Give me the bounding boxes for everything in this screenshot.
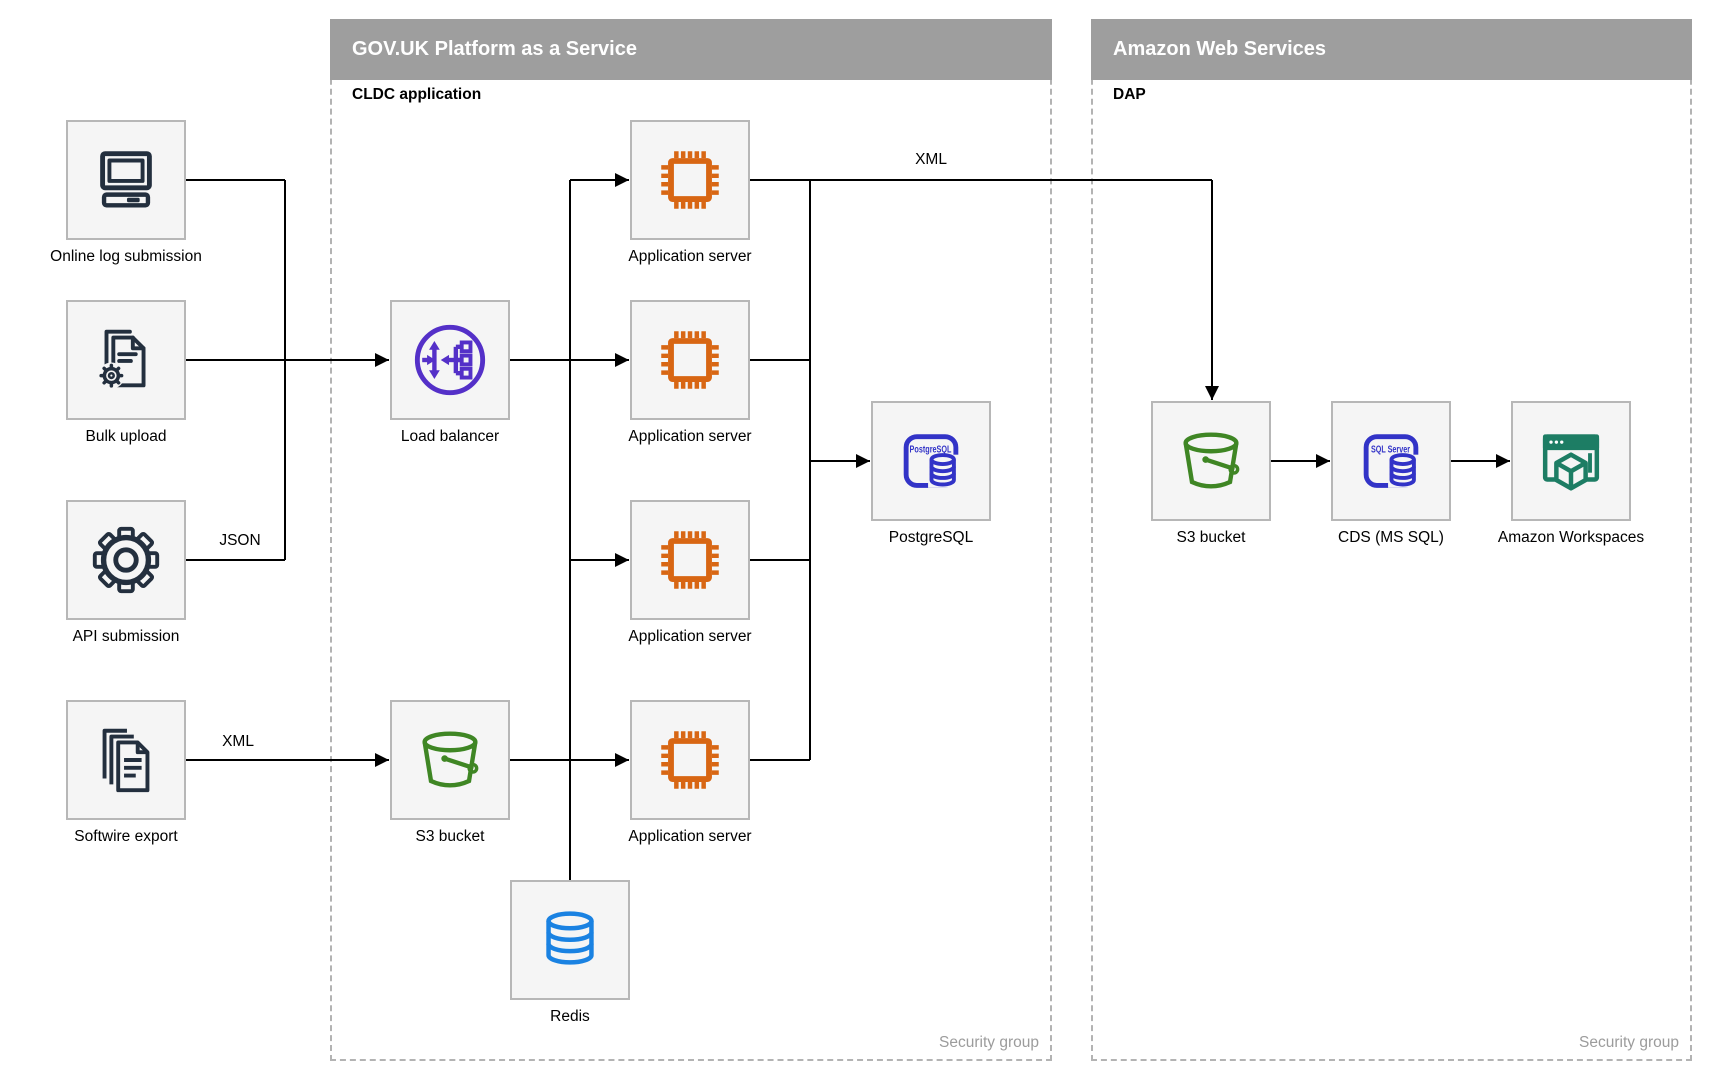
xml-aws-edge-label: XML: [912, 151, 950, 169]
cldc-application-label: CLDC application: [352, 86, 482, 103]
api-submission-box: [66, 500, 186, 620]
govuk-paas-header: GOV.UK Platform as a Service: [330, 19, 1052, 80]
aws-security-group-label: Security group: [1579, 1034, 1679, 1051]
amazon-workspaces-label: Amazon Workspaces: [1497, 529, 1645, 546]
online-log-submission-label: Online log submission: [50, 248, 202, 265]
desktop-computer-icon: [100, 151, 152, 208]
cpu-chip-icon: [661, 731, 719, 789]
postgresql-label: PostgreSQL: [888, 529, 974, 546]
s3-bucket-govuk-box: [390, 700, 510, 820]
gear-icon: [92, 526, 160, 594]
json-edge-label: JSON: [216, 532, 264, 550]
load-balancer-box: [390, 300, 510, 420]
node-postgresql: PostgreSQL PostgreSQL: [871, 401, 991, 546]
s3-bucket-icon: [1183, 432, 1240, 489]
aws-region: Amazon Web Services DAP Security group: [1091, 19, 1692, 1061]
node-redis: Redis: [510, 880, 630, 1025]
cds-ms-sql-box: SQL Server: [1331, 401, 1451, 521]
sql-server-database-icon: SQL Server: [1363, 434, 1420, 488]
app-server-2-label: Application server: [628, 428, 752, 445]
xml-softwire-edge-label: XML: [219, 733, 257, 751]
softwire-export-label: Softwire export: [74, 828, 178, 845]
cds-ms-sql-label: CDS (MS SQL): [1338, 529, 1444, 546]
postgresql-box: PostgreSQL: [871, 401, 991, 521]
api-submission-label: API submission: [72, 628, 180, 645]
node-load-balancer: Load balancer: [390, 300, 510, 445]
softwire-export-box: [66, 700, 186, 820]
node-app-server-1: Application server: [628, 120, 752, 265]
redis-box: [510, 880, 630, 1000]
document-gear-icon: [98, 329, 146, 389]
app-server-4-label: Application server: [628, 828, 752, 845]
node-s3-bucket-aws: S3 bucket: [1151, 401, 1271, 546]
cpu-chip-icon: [661, 151, 719, 209]
redis-label: Redis: [550, 1008, 590, 1025]
amazon-workspaces-icon: [1542, 434, 1600, 491]
s3-bucket-aws-box: [1151, 401, 1271, 521]
govuk-security-group-label: Security group: [939, 1034, 1039, 1051]
postgresql-icon-text: PostgreSQL: [910, 445, 952, 456]
govuk-paas-title: GOV.UK Platform as a Service: [352, 38, 637, 60]
app-server-3-label: Application server: [628, 628, 752, 645]
aws-title: Amazon Web Services: [1113, 38, 1327, 60]
postgresql-database-icon: PostgreSQL: [903, 434, 960, 488]
stacked-documents-icon: [102, 728, 150, 793]
app-server-2-box: [630, 300, 750, 420]
app-server-3-box: [630, 500, 750, 620]
load-balancer-label: Load balancer: [400, 428, 500, 445]
app-server-1-label: Application server: [628, 248, 752, 265]
node-bulk-upload: Bulk upload: [66, 300, 186, 445]
load-balancer-icon: [414, 324, 486, 396]
s3-bucket-aws-label: S3 bucket: [1176, 529, 1246, 546]
bulk-upload-label: Bulk upload: [85, 428, 167, 445]
online-log-submission-box: [66, 120, 186, 240]
node-cds-ms-sql: SQL Server CDS (MS SQL): [1331, 401, 1451, 546]
govuk-paas-region: GOV.UK Platform as a Service CLDC applic…: [330, 19, 1052, 1061]
node-s3-bucket-govuk: S3 bucket: [390, 700, 510, 845]
aws-header: Amazon Web Services: [1091, 19, 1692, 80]
cpu-chip-icon: [661, 331, 719, 389]
redis-database-icon: [546, 911, 594, 965]
cpu-chip-icon: [661, 531, 719, 589]
dap-label: DAP: [1113, 86, 1146, 103]
node-softwire-export: Softwire export: [66, 700, 186, 845]
app-server-1-box: [630, 120, 750, 240]
node-amazon-workspaces: Amazon Workspaces: [1498, 401, 1644, 546]
node-app-server-2: Application server: [628, 300, 752, 445]
amazon-workspaces-box: [1511, 401, 1631, 521]
s3-bucket-govuk-label: S3 bucket: [415, 828, 485, 845]
node-api-submission: API submission: [66, 500, 186, 645]
bulk-upload-box: [66, 300, 186, 420]
node-app-server-3: Application server: [628, 500, 752, 645]
s3-bucket-icon: [422, 731, 479, 788]
sql-server-icon-text: SQL Server: [1371, 445, 1410, 456]
node-app-server-4: Application server: [628, 700, 752, 845]
app-server-4-box: [630, 700, 750, 820]
node-online-log-submission: Online log submission: [50, 120, 202, 265]
